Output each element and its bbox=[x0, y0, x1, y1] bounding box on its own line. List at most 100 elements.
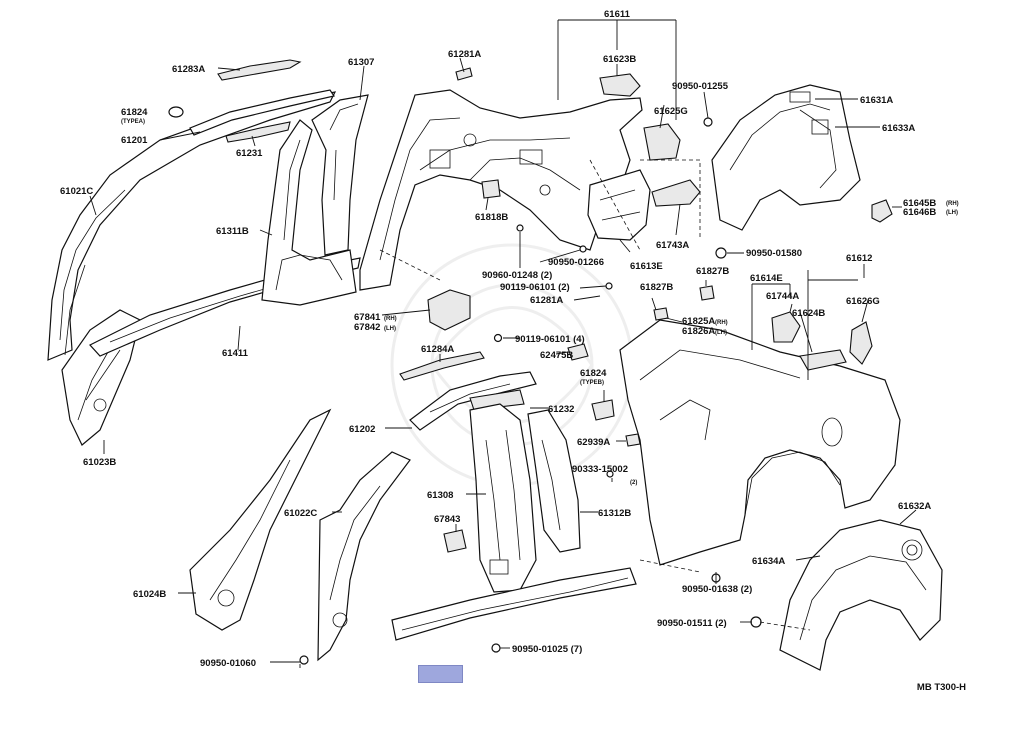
clip-90960-01248 bbox=[516, 224, 524, 232]
label-61824-b-type: (TYPEB) bbox=[580, 380, 604, 386]
bracket-61281A-top bbox=[455, 67, 473, 81]
rocker-panel-lower bbox=[391, 567, 637, 641]
clip-61827B-b bbox=[653, 307, 669, 321]
label-90950-01025: 90950-01025 (7) bbox=[512, 644, 582, 655]
screw-90119-06101-a bbox=[605, 282, 613, 290]
wheel-housing-61631A bbox=[711, 84, 861, 231]
label-61744A: 61744A bbox=[766, 291, 799, 302]
label-61281A: 61281A bbox=[530, 295, 563, 306]
label-61024B: 61024B bbox=[133, 589, 166, 600]
label-61611: 61611 bbox=[604, 9, 631, 20]
label-61646B: 61646B bbox=[903, 207, 936, 218]
label-61825A: 61825A bbox=[682, 316, 715, 327]
label-90950-01511: 90950-01511 (2) bbox=[657, 618, 727, 629]
label-61626G: 61626G bbox=[846, 296, 880, 307]
label-61021C: 61021C bbox=[60, 186, 93, 197]
label-61824-b: 61824 bbox=[580, 368, 607, 379]
label-61632A: 61632A bbox=[898, 501, 931, 512]
reinforcement-61231 bbox=[225, 121, 291, 143]
label-61312B: 61312B bbox=[598, 508, 631, 519]
label-61645B: 61645B bbox=[903, 198, 936, 209]
label-90950-01638: 90950-01638 (2) bbox=[682, 584, 752, 595]
label-61307: 61307 bbox=[348, 57, 374, 68]
label-90950-01580: 90950-01580 bbox=[746, 248, 802, 259]
clip-61827B-a bbox=[699, 285, 715, 301]
roof-side-rail-61307 bbox=[311, 94, 369, 256]
pad-67843 bbox=[443, 529, 467, 553]
label-61308: 61308 bbox=[427, 490, 453, 501]
label-67841: 67841 bbox=[354, 312, 381, 323]
label-61411: 61411 bbox=[222, 348, 249, 359]
pad-61824-typeb bbox=[591, 399, 615, 421]
label-61646B-lh: (LH) bbox=[946, 210, 958, 216]
label-61824-a: 61824 bbox=[121, 107, 148, 118]
bracket-61626G bbox=[849, 321, 873, 365]
part-labels: 61611 61623B 90950-01255 61625G 61631A 6… bbox=[60, 9, 959, 669]
label-90119-06101-a: 90119-06101 (2) bbox=[500, 282, 570, 293]
label-61634A: 61634A bbox=[752, 556, 785, 567]
bracket-61625G bbox=[643, 123, 681, 161]
reinforcement-61284A bbox=[399, 351, 485, 381]
label-61612: 61612 bbox=[846, 253, 872, 264]
label-61645B-rh: (RH) bbox=[946, 201, 959, 207]
roof-rail-61201 bbox=[189, 89, 335, 136]
label-61743A: 61743A bbox=[656, 240, 689, 251]
label-90960-01248: 90960-01248 (2) bbox=[482, 270, 552, 281]
label-61633A: 61633A bbox=[882, 123, 915, 134]
center-pillar-61308 bbox=[469, 403, 537, 593]
pad-62939A bbox=[625, 433, 641, 447]
screw-90119-06101-b bbox=[493, 333, 503, 343]
label-62475B: 62475B bbox=[540, 350, 573, 361]
grommet-90950-01580 bbox=[715, 247, 727, 259]
wheel-housing-61632A bbox=[779, 519, 943, 671]
bracket-61624B bbox=[799, 349, 847, 371]
bolt-90950-01255 bbox=[703, 117, 713, 127]
label-67843: 67843 bbox=[434, 514, 460, 525]
grommet-90950-01511 bbox=[750, 616, 762, 628]
label-61202: 61202 bbox=[349, 424, 375, 435]
reinforcement-61283A bbox=[217, 59, 302, 81]
label-67842-lh: (LH) bbox=[384, 326, 396, 332]
pin-90333-15002 bbox=[606, 470, 614, 478]
center-pillar-61311B bbox=[261, 119, 357, 306]
label-61818B: 61818B bbox=[475, 212, 508, 223]
bracket-61645B bbox=[871, 199, 893, 223]
bracket-61744A bbox=[771, 311, 801, 343]
label-61826A-lh: (LH) bbox=[715, 330, 727, 336]
extension-61613E bbox=[587, 169, 701, 241]
label-61022C: 61022C bbox=[284, 508, 317, 519]
label-61827B-b: 61827B bbox=[640, 282, 673, 293]
label-61826A: 61826A bbox=[682, 326, 715, 337]
label-90950-01255: 90950-01255 bbox=[672, 81, 729, 92]
front-pillar-61022C bbox=[317, 451, 411, 662]
label-90333-15002-qty: (2) bbox=[630, 480, 637, 486]
label-61231: 61231 bbox=[236, 148, 263, 159]
front-pillar-lower-61024B bbox=[189, 408, 332, 631]
label-61023B: 61023B bbox=[83, 457, 116, 468]
seal-67841 bbox=[427, 289, 471, 331]
label-61623B: 61623B bbox=[603, 54, 636, 65]
label-62939A: 62939A bbox=[577, 437, 610, 448]
label-61825A-rh: (RH) bbox=[715, 320, 728, 326]
selection-highlight[interactable] bbox=[418, 665, 463, 683]
label-90333-15002: 90333-15002 bbox=[572, 464, 628, 475]
clip-90950-01266 bbox=[579, 245, 587, 253]
label-61284A: 61284A bbox=[421, 344, 454, 355]
label-61624B: 61624B bbox=[792, 308, 825, 319]
roof-rail-61202 bbox=[409, 371, 537, 431]
pad-62475B bbox=[567, 343, 589, 361]
label-61631A: 61631A bbox=[860, 95, 893, 106]
label-61625G: 61625G bbox=[654, 106, 688, 117]
label-61281A-top: 61281A bbox=[448, 49, 481, 60]
diagram-reference-code: MB T300-H bbox=[916, 682, 966, 693]
plug-90950-01025 bbox=[491, 643, 501, 653]
label-61614E: 61614E bbox=[750, 273, 783, 284]
bracket-61623B bbox=[599, 73, 641, 97]
label-61311B: 61311B bbox=[216, 226, 249, 237]
label-61824-a-type: (TYPEA) bbox=[121, 119, 145, 125]
label-61613E: 61613E bbox=[630, 261, 663, 272]
label-61827B-a: 61827B bbox=[696, 266, 729, 277]
pad-61818B bbox=[481, 179, 501, 199]
plug-90950-01060 bbox=[299, 655, 309, 665]
